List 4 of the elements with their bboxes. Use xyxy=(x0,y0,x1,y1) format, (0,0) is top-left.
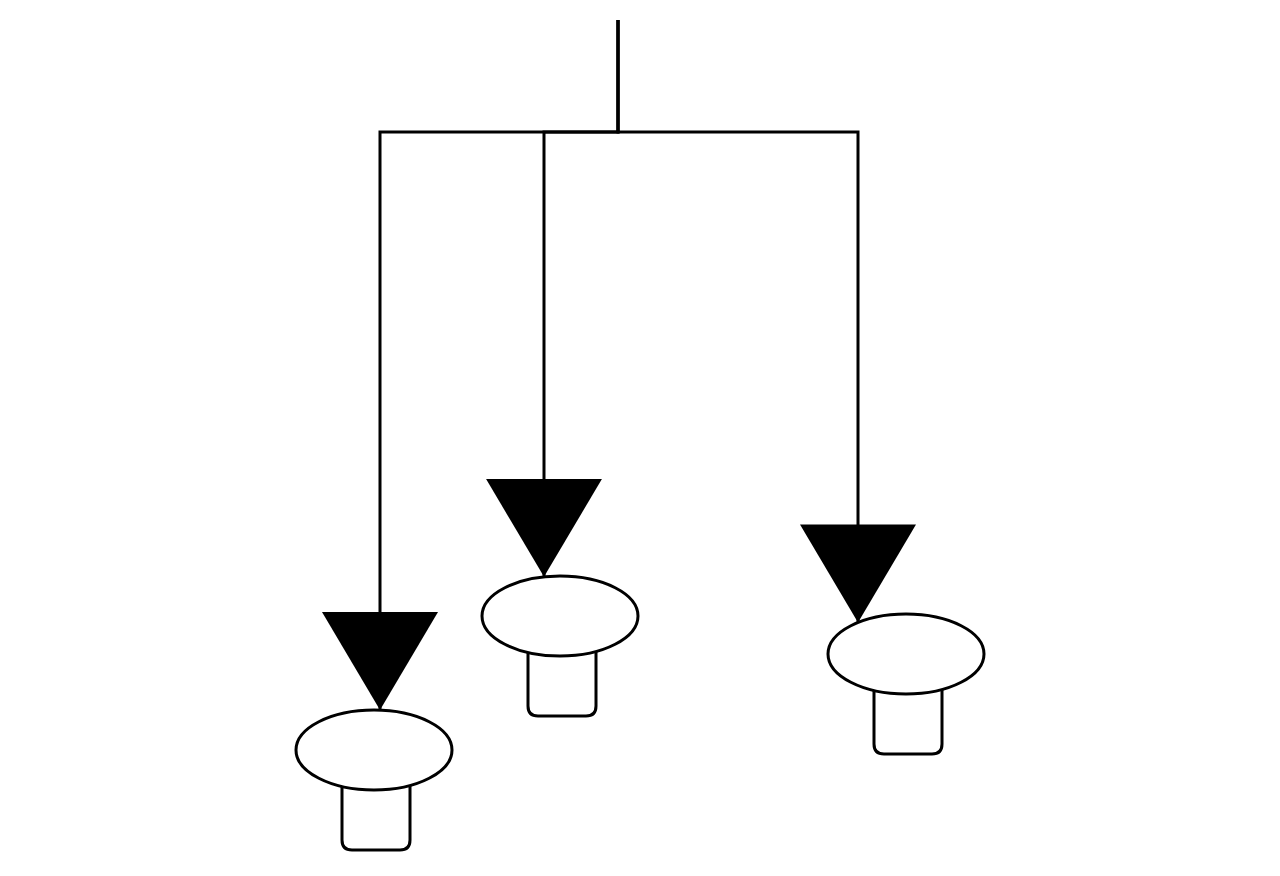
mushroom-shape xyxy=(480,574,640,718)
mushroom-shape xyxy=(826,612,986,756)
mushroom-shape xyxy=(294,708,454,852)
arrow xyxy=(616,20,916,623)
